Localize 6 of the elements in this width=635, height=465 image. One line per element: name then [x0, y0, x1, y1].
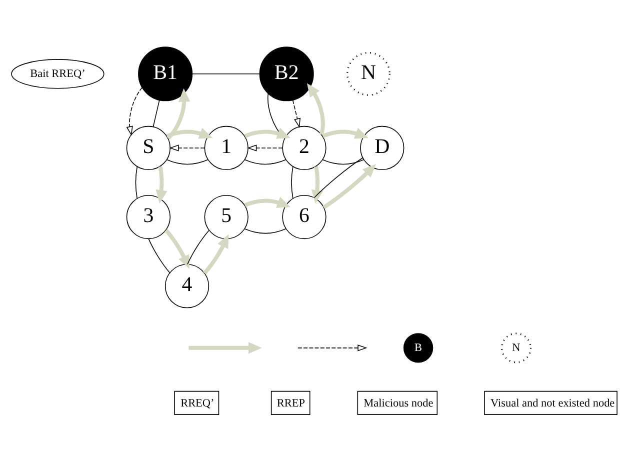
label: B	[414, 342, 422, 354]
label: N	[512, 342, 520, 354]
legend-label: Visual and not existed node	[490, 397, 615, 410]
legend-label: RREQ’	[180, 397, 214, 410]
legend-label: RREP	[276, 397, 306, 410]
legend-label: Malicious node	[364, 397, 434, 410]
